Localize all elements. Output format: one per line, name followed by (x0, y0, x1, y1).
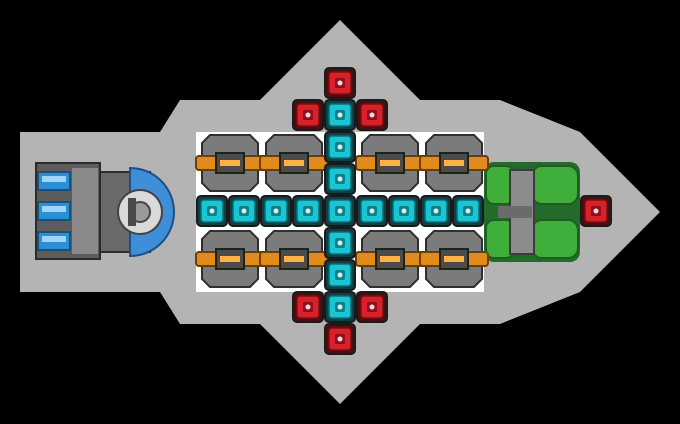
system-tile-cyan[interactable] (196, 195, 228, 227)
system-tile-cyan[interactable] (324, 99, 356, 131)
system-tile-cyan[interactable] (324, 131, 356, 163)
system-tile-cyan[interactable] (324, 163, 356, 195)
weapon-turret[interactable] (195, 134, 265, 192)
weapon-turret[interactable] (419, 134, 489, 192)
weapon-turret[interactable] (419, 230, 489, 288)
system-tile-red[interactable] (292, 99, 324, 131)
weapon-turret[interactable] (259, 230, 329, 288)
system-tile-cyan[interactable] (324, 195, 356, 227)
system-tile-red[interactable] (292, 291, 324, 323)
system-tile-cyan[interactable] (388, 195, 420, 227)
tile-layer (196, 67, 612, 355)
system-tile-cyan[interactable] (228, 195, 260, 227)
system-tile-red[interactable] (580, 195, 612, 227)
system-tile-cyan[interactable] (420, 195, 452, 227)
system-tile-cyan[interactable] (324, 227, 356, 259)
weapon-turret[interactable] (355, 134, 425, 192)
system-tile-red[interactable] (356, 99, 388, 131)
system-tile-cyan[interactable] (324, 259, 356, 291)
system-tile-cyan[interactable] (292, 195, 324, 227)
system-tile-cyan[interactable] (324, 291, 356, 323)
system-tile-red[interactable] (356, 291, 388, 323)
engine-bank[interactable] (35, 162, 101, 260)
turret-layer (195, 134, 489, 288)
weapon-turret[interactable] (259, 134, 329, 192)
system-tile-red[interactable] (324, 323, 356, 355)
fuel-tanks[interactable] (484, 162, 580, 262)
system-tile-red[interactable] (324, 67, 356, 99)
system-tile-cyan[interactable] (356, 195, 388, 227)
weapon-turret[interactable] (195, 230, 265, 288)
system-tile-cyan[interactable] (452, 195, 484, 227)
reactor-core[interactable] (99, 166, 175, 258)
weapon-turret[interactable] (355, 230, 425, 288)
system-tile-cyan[interactable] (260, 195, 292, 227)
